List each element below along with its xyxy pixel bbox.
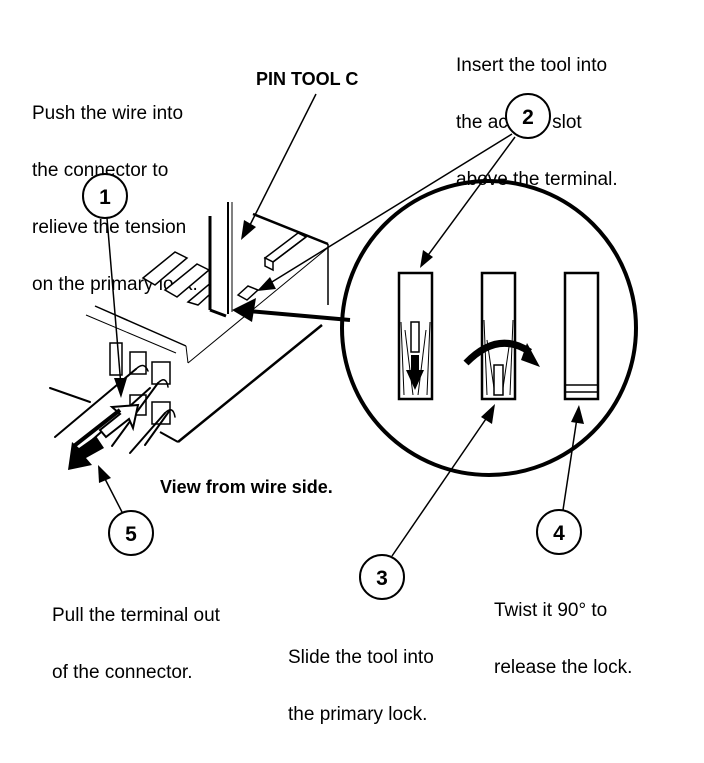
step-1-line: Push the wire into xyxy=(32,103,184,124)
callout-5-number: 5 xyxy=(125,523,137,546)
detail-panel-twist xyxy=(480,271,517,401)
diagram-artwork: 1 2 3 4 5 xyxy=(49,93,638,600)
callout-2-number: 2 xyxy=(522,106,534,129)
access-slots xyxy=(141,251,260,306)
callout-3-number: 3 xyxy=(376,567,388,590)
callout-4: 4 xyxy=(536,405,584,555)
step-3-line: the primary lock. xyxy=(288,704,428,725)
step-5-instruction: Pull the terminal out of the connector. xyxy=(52,568,220,720)
connector-pin-removal-diagram: Push the wire into the connector to reli… xyxy=(32,55,638,724)
detail-view xyxy=(232,179,638,477)
callout-pin-tool-leader xyxy=(241,93,317,240)
callout-3: 3 xyxy=(359,404,495,600)
view-caption: View from wire side. xyxy=(160,477,333,497)
connector-body xyxy=(85,212,331,443)
pin-tool-label: PIN TOOL C xyxy=(256,69,359,89)
step-2-line: Insert the tool into xyxy=(456,55,608,76)
step-4-line: Twist it 90° to xyxy=(494,600,608,621)
step-5-line: of the connector. xyxy=(52,662,193,683)
step-4-instruction: Twist it 90° to release the lock. xyxy=(494,563,632,715)
pin-tool xyxy=(208,202,233,318)
step-1-line: relieve the tension xyxy=(32,217,187,238)
step-1-line: the connector to xyxy=(32,160,169,181)
callout-4-number: 4 xyxy=(553,522,565,545)
callout-1: 1 xyxy=(82,173,128,398)
step-5-line: Pull the terminal out xyxy=(52,605,220,626)
connector-rib xyxy=(263,232,308,272)
detail-panel-released xyxy=(563,271,600,401)
detail-panel-tool-inserted xyxy=(397,271,434,401)
twist-arrow xyxy=(463,339,540,367)
callout-2: 2 xyxy=(257,93,551,291)
callout-1-number: 1 xyxy=(99,186,111,209)
pull-arrow xyxy=(68,408,122,470)
step-4-line: release the lock. xyxy=(494,657,633,678)
callout-5: 5 xyxy=(98,465,154,556)
step-3-line: Slide the tool into xyxy=(288,647,434,668)
push-arrow xyxy=(98,403,140,439)
